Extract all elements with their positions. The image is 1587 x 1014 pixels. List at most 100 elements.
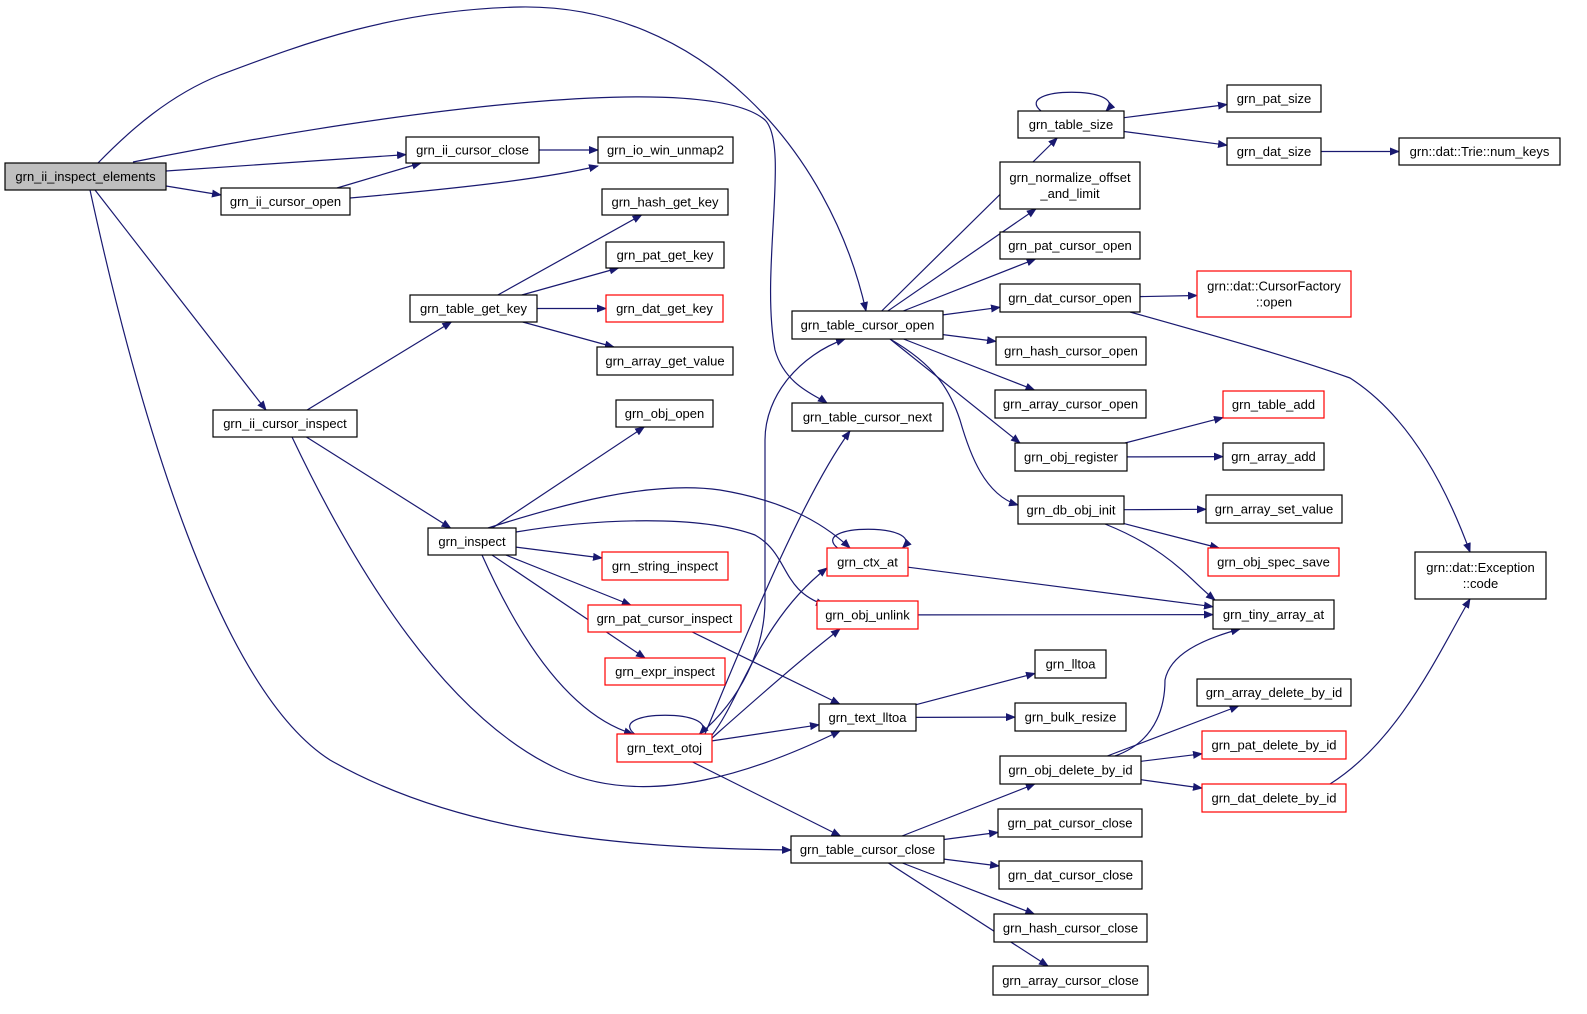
node-label: grn_io_win_unmap2 <box>607 143 724 158</box>
node-dat-delete-by-id[interactable]: grn_dat_delete_by_id <box>1201 783 1347 813</box>
node-label: grn_hash_get_key <box>612 195 719 210</box>
node-label: grn_table_size <box>1029 117 1114 132</box>
node-cursor-factory-open[interactable]: grn::dat::CursorFactory::open <box>1196 270 1352 318</box>
node-table-cursor-next[interactable]: grn_table_cursor_next <box>791 402 944 432</box>
node-pat-cursor-close[interactable]: grn_pat_cursor_close <box>997 808 1143 838</box>
node-bulk-resize[interactable]: grn_bulk_resize <box>1014 702 1127 732</box>
node-box <box>1196 678 1352 707</box>
node-ctx-at[interactable]: grn_ctx_at <box>826 547 909 577</box>
edge-table_cursor_open-to-array_cursor_open <box>903 338 1036 391</box>
node-cursor-close[interactable]: grn_ii_cursor_close <box>405 136 540 164</box>
edge-table_cursor_close-to-dat_cursor_close <box>943 858 1000 869</box>
node-dat-get-key[interactable]: grn_dat_get_key <box>605 294 724 323</box>
edge-table_cursor_open-to-obj_register <box>889 338 1021 444</box>
node-box <box>818 703 917 732</box>
edge-cursor_open-to-cursor_close <box>336 161 422 189</box>
node-label: grn_hash_cursor_close <box>1003 921 1138 936</box>
node-text-lltoa[interactable]: grn_text_lltoa <box>818 703 917 732</box>
edge-table_cursor_close-to-array_cursor_close <box>888 862 1049 967</box>
node-label: grn_table_cursor_close <box>800 842 935 857</box>
edge-text_lltoa-to-lltoa <box>915 671 1036 706</box>
node-box <box>1014 702 1127 732</box>
node-label: grn_ctx_at <box>837 555 898 570</box>
edge-text_otoj-to-ctx_at <box>711 567 828 736</box>
node-label: ::code <box>1463 576 1498 591</box>
node-exception-code[interactable]: grn::dat::Exception::code <box>1414 551 1547 600</box>
edge-table_get_key-to-hash_get_key <box>497 214 643 296</box>
node-box <box>999 231 1141 260</box>
edge-table_cursor_open-to-db_obj_init <box>889 338 1019 507</box>
node-lltoa[interactable]: grn_lltoa <box>1034 649 1107 679</box>
node-label: grn_inspect <box>438 534 506 549</box>
node-hash-get-key[interactable]: grn_hash_get_key <box>601 188 729 216</box>
node-label: grn_table_get_key <box>420 301 527 316</box>
edge-table_cursor_open-to-normalize_offset <box>887 208 1037 312</box>
node-box <box>994 389 1147 419</box>
node-db-obj-init[interactable]: grn_db_obj_init <box>1017 495 1125 525</box>
edge-root-to-table_cursor_open <box>97 6 868 312</box>
node-label: grn_obj_spec_save <box>1217 555 1330 570</box>
node-array-cursor-open[interactable]: grn_array_cursor_open <box>994 389 1147 419</box>
edge-inspect-to-pat_cursor_inspect <box>505 554 632 606</box>
node-pat-cursor-open[interactable]: grn_pat_cursor_open <box>999 231 1141 260</box>
node-box <box>1201 730 1347 760</box>
node-text-otoj[interactable]: grn_text_otoj <box>616 733 713 763</box>
node-obj-spec-save[interactable]: grn_obj_spec_save <box>1207 547 1340 577</box>
node-normalize-offset[interactable]: grn_normalize_offset_and_limit <box>999 161 1141 210</box>
node-num-keys[interactable]: grn::dat::Trie::num_keys <box>1398 137 1561 166</box>
node-box <box>1205 494 1343 524</box>
edge-root-to-cursor_close <box>165 151 407 172</box>
node-tiny-array-at[interactable]: grn_tiny_array_at <box>1212 599 1335 630</box>
node-hash-cursor-open[interactable]: grn_hash_cursor_open <box>995 336 1147 366</box>
node-table-cursor-open[interactable]: grn_table_cursor_open <box>791 310 944 340</box>
node-expr-inspect[interactable]: grn_expr_inspect <box>604 657 726 686</box>
node-label: grn_dat_cursor_close <box>1008 868 1133 883</box>
node-obj-unlink[interactable]: grn_obj_unlink <box>816 600 919 630</box>
node-box <box>1226 137 1322 166</box>
node-label: grn_normalize_offset <box>1009 170 1131 185</box>
edge-cursor_inspect-to-inspect <box>306 436 452 529</box>
edge-table_size-to-dat_size <box>1123 130 1228 148</box>
node-table-add[interactable]: grn_table_add <box>1222 390 1325 419</box>
node-obj-open[interactable]: grn_obj_open <box>615 399 714 428</box>
node-box <box>790 835 945 864</box>
edge-text_otoj-to-obj_unlink <box>711 628 841 739</box>
node-dat-size[interactable]: grn_dat_size <box>1226 137 1322 166</box>
node-cursor-open[interactable]: grn_ii_cursor_open <box>220 187 351 216</box>
node-label: grn_obj_register <box>1024 450 1119 465</box>
node-label: grn::dat::Exception <box>1426 560 1534 575</box>
node-string-inspect[interactable]: grn_string_inspect <box>601 551 729 581</box>
node-label: grn_array_get_value <box>605 354 724 369</box>
node-array-add[interactable]: grn_array_add <box>1222 442 1325 471</box>
node-box <box>1414 551 1547 600</box>
node-array-get-value[interactable]: grn_array_get_value <box>596 346 734 376</box>
node-array-delete-by-id[interactable]: grn_array_delete_by_id <box>1196 678 1352 707</box>
node-root[interactable]: grn_ii_inspect_elements <box>4 162 167 191</box>
node-pat-size[interactable]: grn_pat_size <box>1226 84 1322 113</box>
node-io-win-unmap2[interactable]: grn_io_win_unmap2 <box>597 136 734 164</box>
node-pat-cursor-inspect[interactable]: grn_pat_cursor_inspect <box>587 604 742 633</box>
edge-table_cursor_open-to-dat_cursor_open <box>942 304 1001 316</box>
node-hash-cursor-close[interactable]: grn_hash_cursor_close <box>993 913 1148 943</box>
node-box <box>604 657 726 686</box>
node-box <box>1017 110 1125 139</box>
node-table-cursor-close[interactable]: grn_table_cursor_close <box>790 835 945 864</box>
node-array-cursor-close[interactable]: grn_array_cursor_close <box>992 965 1149 996</box>
node-pat-get-key[interactable]: grn_pat_get_key <box>605 241 725 269</box>
node-array-set-value[interactable]: grn_array_set_value <box>1205 494 1343 524</box>
edge-db_obj_init-to-tiny_array_at <box>1104 523 1216 601</box>
node-obj-delete-by-id[interactable]: grn_obj_delete_by_id <box>999 755 1142 785</box>
node-label: grn_array_delete_by_id <box>1206 685 1343 700</box>
node-obj-register[interactable]: grn_obj_register <box>1014 442 1128 472</box>
node-inspect[interactable]: grn_inspect <box>427 527 517 556</box>
node-cursor-inspect[interactable]: grn_ii_cursor_inspect <box>212 409 358 438</box>
node-dat-cursor-open[interactable]: grn_dat_cursor_open <box>999 283 1141 313</box>
node-box <box>1226 84 1322 113</box>
node-pat-delete-by-id[interactable]: grn_pat_delete_by_id <box>1201 730 1347 760</box>
node-box <box>597 136 734 164</box>
edge-ctx_at-to-tiny_array_at <box>907 566 1214 610</box>
node-box <box>999 283 1141 313</box>
node-table-size[interactable]: grn_table_size <box>1017 110 1125 139</box>
node-dat-cursor-close[interactable]: grn_dat_cursor_close <box>998 860 1143 890</box>
node-table-get-key[interactable]: grn_table_get_key <box>409 294 538 323</box>
